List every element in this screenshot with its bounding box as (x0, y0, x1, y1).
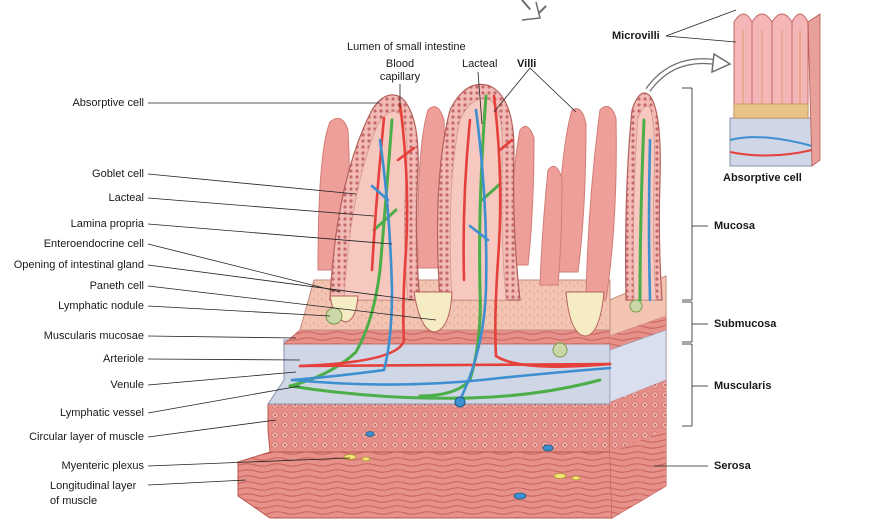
microvilli-inset (729, 13, 821, 167)
venules (290, 108, 652, 402)
label-absorptive-cell: Absorptive cell (72, 97, 144, 109)
label-lamina-propria: Lamina propria (70, 218, 144, 230)
label-enteroendocrine-cell: Enteroendocrine cell (43, 238, 144, 250)
label-muscularis: Muscularis (714, 380, 772, 392)
label-paneth-cell: Paneth cell (89, 280, 144, 292)
myenteric-plexus (343, 454, 581, 481)
label-submucosa: Submucosa (714, 318, 777, 330)
label-of-muscle: of muscle (50, 495, 98, 507)
leader-lines (147, 9, 737, 486)
label-longitudinal-layer: Longitudinal layer (50, 480, 137, 492)
label-absorptive-cell-inset: Absorptive cell (723, 172, 802, 184)
label-serosa: Serosa (714, 460, 751, 472)
label-lacteal-top: Lacteal (462, 58, 498, 70)
inset-arrow-icon (645, 52, 732, 92)
label-lumen: Lumen of small intestine (347, 41, 466, 53)
label-microvilli: Microvilli (612, 30, 660, 42)
label-myenteric-plexus: Myenteric plexus (61, 460, 144, 472)
lymphatic-vessels (288, 94, 646, 400)
label-blood-capillary-line1: Blood (385, 58, 415, 70)
label-blood-capillary-line2: capillary (379, 71, 421, 83)
label-lacteal-left: Lacteal (108, 192, 144, 204)
label-mucosa: Mucosa (714, 220, 755, 232)
circular-muscle-layer (267, 403, 611, 453)
top-arrow-icon (521, 0, 547, 21)
label-opening-intestinal-gland: Opening of intestinal gland (13, 259, 144, 271)
label-muscularis-mucosae: Muscularis mucosae (43, 330, 144, 342)
lymphatic-nodules (325, 299, 643, 358)
label-circular-layer-muscle: Circular layer of muscle (29, 431, 144, 443)
muscularis-mucosae-layer (282, 329, 613, 345)
label-villi: Villi (517, 58, 537, 70)
longitudinal-muscle-layer (237, 451, 613, 519)
label-venule: Venule (110, 379, 144, 391)
arterioles (298, 94, 612, 368)
label-goblet-cell: Goblet cell (92, 168, 144, 180)
label-arteriole: Arteriole (103, 353, 144, 365)
label-lymphatic-nodule: Lymphatic nodule (58, 300, 144, 312)
label-lymphatic-vessel: Lymphatic vessel (60, 407, 144, 419)
